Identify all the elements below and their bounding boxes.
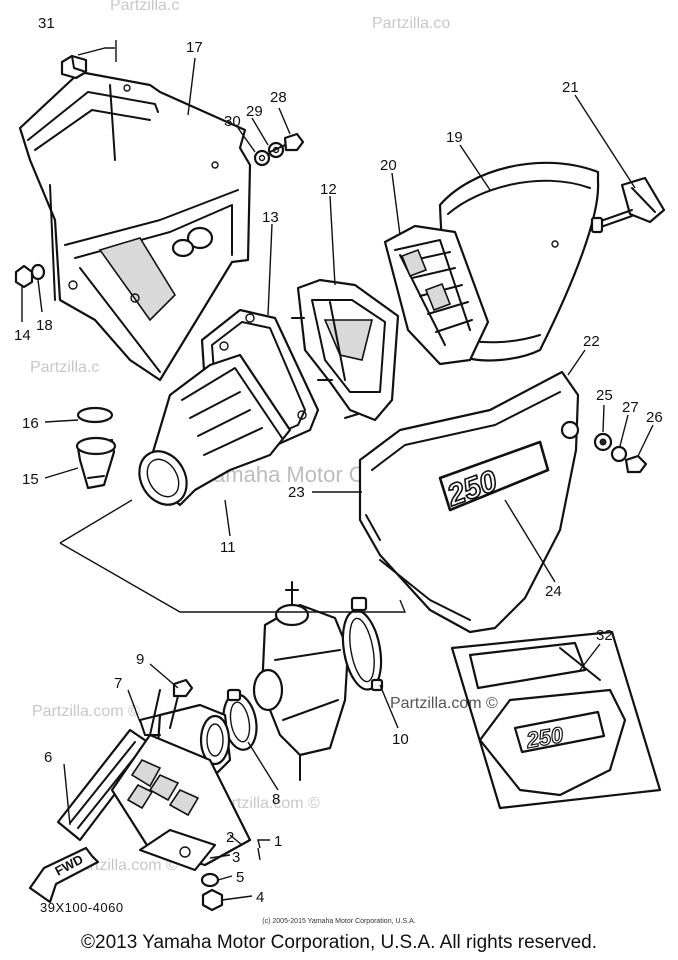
washer-27 bbox=[610, 445, 628, 463]
callout-28: 28 bbox=[270, 89, 287, 106]
callout-17: 17 bbox=[186, 39, 203, 56]
callout-18: 18 bbox=[36, 317, 53, 334]
callout-9: 9 bbox=[136, 651, 144, 668]
watermark-top-right: Partzilla.co bbox=[372, 15, 450, 32]
bolt-9 bbox=[169, 678, 194, 729]
bolt-28 bbox=[269, 132, 305, 153]
watermark-lower-left: Partzilla.com © bbox=[32, 703, 140, 720]
watermark-left-mid: Partzilla.c bbox=[30, 359, 99, 376]
wing-bolt-21 bbox=[590, 176, 666, 234]
collar-25 bbox=[593, 432, 613, 452]
leader-lines bbox=[21, 40, 654, 901]
drain-boot-15 bbox=[75, 436, 117, 490]
small-copyright: (c) 2005-2015 Yamaha Motor Corporation, … bbox=[262, 918, 416, 925]
callout-4: 4 bbox=[256, 889, 264, 906]
callout-2: 2 bbox=[226, 829, 234, 846]
o-ring-16 bbox=[76, 406, 114, 424]
air-box-case bbox=[18, 70, 252, 382]
callout-21: 21 bbox=[562, 79, 579, 96]
callout-11: 11 bbox=[220, 539, 236, 556]
callout-20: 20 bbox=[380, 157, 397, 174]
clamp-8 bbox=[222, 688, 258, 751]
watermark-inset: Partzilla.com © bbox=[390, 695, 498, 712]
callout-23: 23 bbox=[288, 484, 305, 501]
callout-24: 24 bbox=[545, 583, 562, 600]
footer-copyright: ©2013 Yamaha Motor Corporation, U.S.A. A… bbox=[81, 932, 597, 953]
callout-15: 15 bbox=[22, 471, 39, 488]
callout-32: 32 bbox=[596, 627, 613, 644]
callout-1: 1 bbox=[274, 833, 282, 850]
callout-3: 3 bbox=[232, 849, 240, 866]
callout-27: 27 bbox=[622, 399, 639, 416]
callout-26: 26 bbox=[646, 409, 663, 426]
callout-22: 22 bbox=[583, 333, 600, 350]
clamp-10 bbox=[341, 596, 384, 692]
washer-30 bbox=[253, 149, 271, 167]
filter-guide-20 bbox=[383, 224, 490, 366]
callout-13: 13 bbox=[262, 209, 279, 226]
watermark-lower-center: Partzilla.com © bbox=[212, 795, 320, 812]
callout-14: 14 bbox=[14, 327, 31, 344]
callout-29: 29 bbox=[246, 103, 263, 120]
callout-6: 6 bbox=[44, 749, 52, 766]
fwd-arrow-icon: FWD bbox=[28, 846, 100, 904]
callout-5: 5 bbox=[236, 869, 244, 886]
callout-16: 16 bbox=[22, 415, 39, 432]
callout-19: 19 bbox=[446, 129, 463, 146]
reed-plate-3 bbox=[138, 828, 217, 872]
intake-joint-11 bbox=[138, 353, 292, 507]
callout-10: 10 bbox=[392, 731, 409, 748]
callout-25: 25 bbox=[596, 387, 613, 404]
callout-31: 31 bbox=[38, 15, 55, 32]
drawing-code: 39X100-4060 bbox=[40, 900, 124, 915]
nut-14 bbox=[14, 264, 34, 289]
watermark-top-left: Partzilla.c bbox=[110, 0, 179, 14]
callout-labels: 31 17 30 29 28 21 19 20 12 13 14 18 22 1… bbox=[14, 15, 663, 906]
nut-4 bbox=[201, 888, 224, 912]
callout-8: 8 bbox=[272, 791, 280, 808]
bolt-26 bbox=[624, 454, 648, 474]
joint-plate-12 bbox=[291, 278, 400, 422]
reed-valve-assembly bbox=[110, 689, 252, 867]
callout-12: 12 bbox=[320, 181, 337, 198]
washer-18 bbox=[30, 263, 46, 281]
callout-30: 30 bbox=[224, 113, 241, 130]
washer-5 bbox=[200, 872, 220, 888]
callout-7: 7 bbox=[114, 675, 122, 692]
bolt-31 bbox=[60, 54, 88, 80]
inset-side-cover-box: 250 bbox=[450, 630, 662, 810]
